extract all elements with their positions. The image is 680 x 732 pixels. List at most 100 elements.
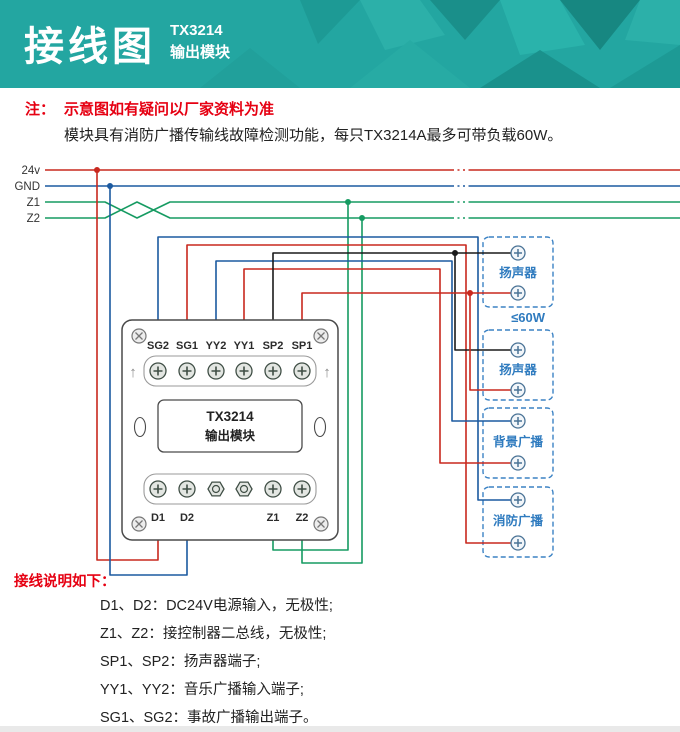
header-model: TX3214 bbox=[170, 22, 223, 39]
header-model-block: TX3214 输出模块 bbox=[170, 20, 230, 64]
footer-strip bbox=[0, 726, 680, 732]
device-label-speaker-1: 扬声器 bbox=[499, 265, 537, 280]
terminal-screw-icon bbox=[235, 362, 253, 380]
note-description: 模块具有消防广播传输线故障检测功能，每只TX3214A最多可带负载60W。 bbox=[64, 127, 563, 144]
terminal-strip-bottom bbox=[143, 473, 317, 505]
device-label-fire-broadcast: 消防广播 bbox=[493, 513, 544, 528]
device-box-fire-broadcast bbox=[482, 486, 554, 558]
wire-z2-to-module bbox=[301, 218, 363, 564]
terminal-label-yy2: YY2 bbox=[206, 340, 227, 352]
arrow-up-icon: ↑ bbox=[129, 364, 137, 381]
wire-yy1-to-background bbox=[243, 268, 511, 464]
junction-gnd bbox=[107, 183, 113, 189]
terminal-label-d1: D1 bbox=[151, 512, 165, 524]
terminal-screw-icon bbox=[178, 362, 196, 380]
terminal-screw-icon bbox=[293, 480, 311, 498]
page-header: 接线图 TX3214 输出模块 bbox=[0, 0, 680, 88]
device-terminal-icon bbox=[510, 285, 526, 301]
note-prefix: 注： bbox=[25, 101, 56, 118]
hex-standoff-icon bbox=[235, 481, 253, 497]
corner-screw-icon bbox=[313, 328, 329, 344]
wiring-diagram: 24v GND Z1 Z2 SG2 SG1 YY2 YY1 SP2 SP1 ↑ … bbox=[14, 165, 680, 576]
junction-speaker-b bbox=[467, 290, 473, 296]
terminal-label-d2: D2 bbox=[180, 512, 194, 524]
corner-screw-icon bbox=[313, 516, 329, 532]
bus-label-gnd: GND bbox=[14, 181, 40, 193]
wire-sp2-to-speaker1 bbox=[272, 252, 511, 320]
device-box-speaker-1 bbox=[482, 236, 554, 308]
terminal-screw-icon bbox=[264, 362, 282, 380]
terminal-screw-icon bbox=[264, 480, 282, 498]
bus-lines bbox=[45, 169, 680, 219]
wire-speaker1-to-speaker2-b bbox=[469, 293, 511, 391]
device-terminal-icon bbox=[510, 455, 526, 471]
device-terminal-icon bbox=[510, 342, 526, 358]
mounting-slot bbox=[313, 416, 327, 438]
junction-24v bbox=[94, 167, 100, 173]
terminal-label-sp1: SP1 bbox=[292, 340, 313, 352]
device-box-background-broadcast bbox=[482, 407, 554, 479]
bus-z2-line bbox=[45, 201, 680, 219]
terminal-label-sp2: SP2 bbox=[263, 340, 284, 352]
wire-sp1-to-speaker1 bbox=[301, 292, 511, 320]
wire-gnd-to-d2 bbox=[109, 186, 188, 576]
instructions-title: 接线说明如下： bbox=[14, 574, 116, 590]
wire-yy2-to-background bbox=[215, 260, 511, 422]
terminal-label-sg1: SG1 bbox=[176, 340, 198, 352]
device-terminal-icon bbox=[510, 245, 526, 261]
instructions-list: D1、D2：DC24V电源输入，无极性; Z1、Z2：接控制器二总线，无极性; … bbox=[100, 592, 333, 732]
device-terminal-icon bbox=[510, 413, 526, 429]
page-title: 接线图 bbox=[24, 25, 156, 69]
terminal-screw-icon bbox=[149, 480, 167, 498]
bus-label-24v: 24v bbox=[21, 165, 40, 177]
instruction-item: Z1、Z2：接控制器二总线，无极性; bbox=[100, 626, 327, 642]
bus-label-z2: Z2 bbox=[27, 213, 40, 225]
instruction-item: YY1、YY2：音乐广播输入端子; bbox=[100, 682, 304, 698]
terminal-screw-icon bbox=[149, 362, 167, 380]
device-box-speaker-2 bbox=[482, 329, 554, 401]
corner-screw-icon bbox=[131, 516, 147, 532]
wire-speaker1-to-speaker2-a bbox=[454, 253, 511, 351]
junction-speaker-a bbox=[452, 250, 458, 256]
module-tx3214: SG2 SG1 YY2 YY1 SP2 SP1 ↑ ↑ TX3214 输出模块 … bbox=[121, 319, 339, 541]
device-terminal-icon bbox=[510, 535, 526, 551]
module-nameplate bbox=[157, 399, 303, 453]
corner-screw-icon bbox=[131, 328, 147, 344]
output-wires bbox=[157, 236, 511, 544]
wire-sg1-to-fire-broadcast bbox=[186, 244, 511, 544]
device-label-speaker-2: 扬声器 bbox=[499, 362, 537, 377]
arrow-up-icon: ↑ bbox=[323, 364, 331, 381]
bus-label-z1: Z1 bbox=[27, 197, 40, 209]
module-model-text: TX3214 bbox=[206, 409, 254, 424]
instruction-item: SG1、SG2：事故广播输出端子。 bbox=[100, 710, 318, 726]
header-pattern bbox=[200, 0, 680, 88]
instruction-item: D1、D2：DC24V电源输入，无极性; bbox=[100, 598, 333, 614]
terminal-label-z1: Z1 bbox=[267, 512, 280, 524]
terminal-screw-icon bbox=[207, 362, 225, 380]
mounting-slot bbox=[133, 416, 147, 438]
instruction-item: SP1、SP2：扬声器端子; bbox=[100, 654, 261, 670]
device-label-background-broadcast: 背景广播 bbox=[493, 434, 544, 449]
note-warning: 示意图如有疑问以厂家资料为准 bbox=[64, 101, 275, 118]
header-subtitle: 输出模块 bbox=[170, 44, 231, 61]
bus-z1-line bbox=[45, 201, 680, 219]
terminal-screw-icon bbox=[293, 362, 311, 380]
terminal-label-sg2: SG2 bbox=[147, 340, 169, 352]
wire-24v-to-d1 bbox=[96, 170, 159, 561]
junction-z1 bbox=[345, 199, 351, 205]
power-wires bbox=[96, 170, 363, 576]
junction-z2 bbox=[359, 215, 365, 221]
junction-dots bbox=[94, 167, 473, 296]
device-terminal-icon bbox=[510, 492, 526, 508]
terminal-strip-top bbox=[143, 355, 317, 387]
module-type-text: 输出模块 bbox=[205, 428, 256, 443]
wire-sg2-to-fire-broadcast bbox=[157, 236, 511, 501]
power-limit-label: ≤60W bbox=[511, 310, 546, 325]
terminal-label-z2: Z2 bbox=[296, 512, 309, 524]
wire-z1-to-module bbox=[272, 202, 349, 551]
device-terminal-icon bbox=[510, 382, 526, 398]
devices: 扬声器 ≤60W 扬声器 背景广播 消防广播 bbox=[493, 245, 546, 551]
hex-standoff-icon bbox=[207, 481, 225, 497]
terminal-label-yy1: YY1 bbox=[234, 340, 255, 352]
terminal-screw-icon bbox=[178, 480, 196, 498]
